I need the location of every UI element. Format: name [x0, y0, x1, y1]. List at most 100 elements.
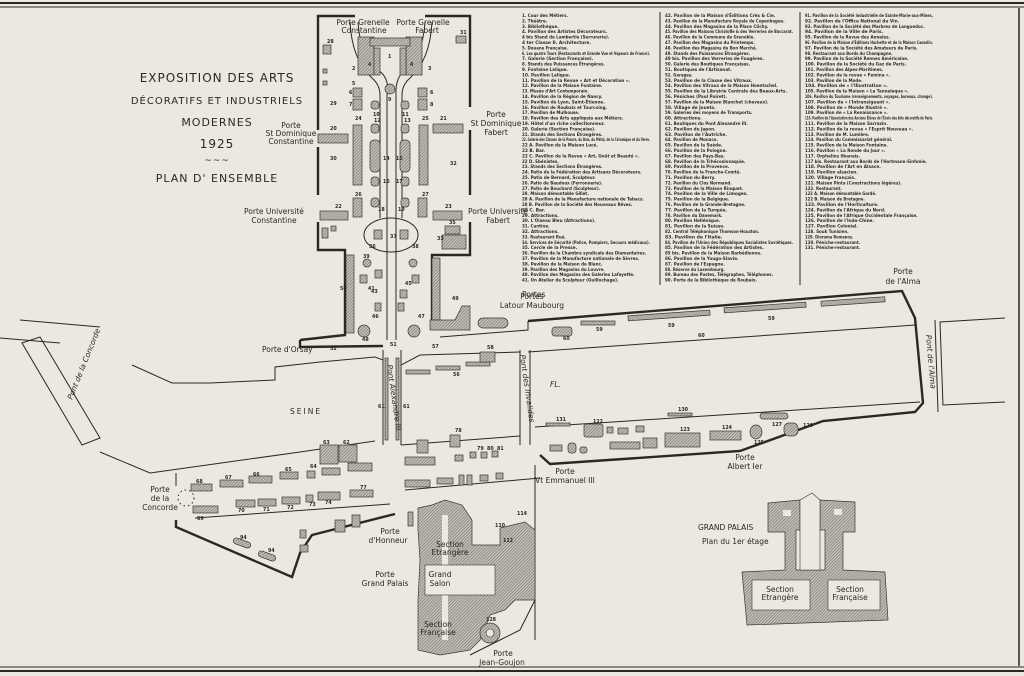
building-number: 128: [486, 617, 497, 623]
building-42: [374, 269, 383, 279]
building-118: [549, 444, 563, 452]
porte-grand-palais: Porte: [375, 570, 395, 579]
building-21: [432, 123, 464, 134]
building-number: 69: [197, 516, 204, 522]
legend-entry: 101. Pavillon des Alpes-Maritimes.: [805, 67, 883, 73]
legend-entry: 113. Pavillon de M. Lumière.: [805, 131, 870, 138]
porte-victor-emmanuel: Porte: [555, 467, 575, 476]
legend-entry: 42. Pavillon de la Maison d'Éditions Crè…: [665, 11, 776, 19]
porte-st-dominique-fabert: St Dominique: [471, 119, 522, 128]
building-number: 25: [422, 116, 429, 122]
building-80: [480, 451, 488, 459]
legend-entry: 93. Pavillon de la Société des Marbres d…: [805, 23, 925, 30]
legend-entry: 82. Central Téléphonique Thomson-Houston…: [665, 228, 760, 235]
building-number: 38: [412, 244, 419, 250]
building-number: 122: [593, 419, 603, 425]
building-number: 6: [430, 90, 434, 96]
building-7: [352, 98, 363, 111]
building-number: 94: [268, 548, 275, 554]
legend-entry: 130. Péniche-restaurant.: [805, 239, 860, 246]
legend-entry: 7. Galerie (Section Française).: [522, 56, 594, 62]
building-number: 2: [352, 66, 355, 72]
seine-label: SEINE: [290, 407, 322, 416]
legend-entry: 56. Péniches (Paul Poiret).: [665, 93, 727, 100]
building-15: [399, 139, 411, 173]
building-38: [408, 258, 418, 268]
legend-entry: 45. Pavillon des Maisons Christofle & de…: [665, 29, 793, 35]
building-18: [370, 197, 380, 208]
building-number: 49: [452, 296, 459, 302]
legend-entry: 67. Pavillon des Pays-Bas.: [665, 153, 725, 159]
grand-palais-subtitle: Plan du 1er étage: [702, 537, 769, 546]
building-number: 63: [323, 440, 330, 446]
first-floor-section-etrangere: Section: [766, 585, 794, 594]
building-85: [466, 474, 473, 486]
legend-entry: 28. Maison démontable Gillet.: [522, 190, 589, 197]
legend-entry: 103. Pavillon de la Mode.: [805, 78, 863, 84]
legend-entry: 41. Un Atelier de Sculpteur (Guillochage…: [522, 278, 619, 284]
building-121: [606, 426, 614, 434]
legend-entry: 27. Patio de Bouchard (Sculpteur).: [522, 186, 600, 192]
building-68: [190, 483, 213, 492]
building-79: [469, 451, 477, 459]
legend-entry: 28 A. Pavillon de la Manufacture nationa…: [522, 197, 644, 203]
building-number: 41: [368, 286, 375, 292]
building-number: 19: [398, 207, 405, 213]
building-63: [319, 444, 339, 465]
building-20: [317, 133, 349, 144]
legend-entry: 60. Attractions.: [665, 116, 702, 122]
building-number: 47: [418, 314, 425, 320]
building-50: [345, 254, 355, 334]
legend-entry: 64. Pavillon de Monaco.: [665, 137, 718, 143]
legend-entry: 69. Pavillon de la Provence.: [665, 164, 730, 170]
building-number: 71: [263, 507, 270, 513]
porte-de-l-alma: de l'Alma: [885, 277, 920, 286]
building-62: [338, 444, 358, 463]
legend-entry: 83. Pavillon de l'Italie.: [665, 234, 723, 240]
building-22b: [330, 225, 337, 232]
legend-entry: 12. Pavillon de la Maison Fontaine.: [522, 83, 603, 89]
building-59: [627, 309, 711, 322]
porte-grenelle-fabert: Porte Grenelle: [396, 18, 450, 27]
building-94: [258, 550, 276, 562]
building-number: 30: [330, 156, 337, 162]
legend-entry: 77. Pavillon de la Turquie.: [665, 207, 727, 213]
porte-jean-goujon: Jean-Goujon: [478, 658, 525, 667]
legend-entry: 36. Pavillon de la Chambre syndicale des…: [522, 251, 646, 257]
building-number: 43: [371, 289, 378, 295]
legend-entry: 109. Pavillon de « La Renaissance ».: [805, 110, 888, 116]
legend-entry: 3. Bibliothèque.: [522, 23, 559, 30]
legend-entry: 17. Pavillon de Mulhouse.: [522, 110, 580, 116]
building-number: 7: [349, 102, 352, 108]
legend-entry: 122 B. Maison de Bretagne.: [805, 197, 865, 203]
legend-entry: 112. Pavillon de la revue « l'Esprit Nou…: [805, 126, 913, 132]
legend-entry: 39. Pavillon des Magasins du Louvre.: [522, 267, 605, 273]
building-number: 112: [503, 538, 513, 544]
legend-entry: 84. Pavillon de l'Union des Républiques …: [665, 239, 793, 246]
legend-entry: 54. Pavillon des Vitraux de la Maison Ho…: [665, 83, 778, 89]
legend-entry: 34. Services de Sécurité (Police, Pompie…: [522, 239, 650, 246]
legend-entry: 40. Pavillon des Magasins des Galeries L…: [522, 272, 635, 278]
building-97: [299, 544, 309, 553]
building-11: [400, 100, 410, 110]
legend-entry: 16. Pavillon de Roubaix et Tourcoing.: [522, 105, 607, 111]
legend-entry: 62. Pavillon du Japon.: [665, 126, 716, 132]
building-43: [359, 274, 368, 284]
pont-des-invalides-label: Pont des Invalides: [518, 354, 536, 423]
building-number: 56: [453, 372, 460, 378]
legend-entry: 4 ter Classe II. Architecture.: [522, 40, 591, 46]
grand-salon-label: Grand: [428, 570, 451, 579]
first-floor-section-etrangere: Etrangère: [761, 593, 798, 602]
building-28a: [322, 68, 328, 74]
building-96: [299, 529, 307, 539]
building-number: 3: [428, 66, 431, 72]
title-line-3: MODERNES: [181, 116, 252, 129]
porte-st-dominique-constantine: St Dominique: [266, 129, 317, 138]
porte-de-la-concorde: de la: [151, 494, 169, 503]
legend-entry: 49 bis. Pavillon des Verreries de Fougèr…: [665, 55, 764, 62]
building-12: [370, 123, 380, 134]
building-131: [545, 422, 571, 427]
building-48: [357, 324, 371, 338]
building-number: 4: [410, 62, 414, 68]
legend-entry: 81. Pavillon de la Suisse.: [665, 224, 725, 230]
